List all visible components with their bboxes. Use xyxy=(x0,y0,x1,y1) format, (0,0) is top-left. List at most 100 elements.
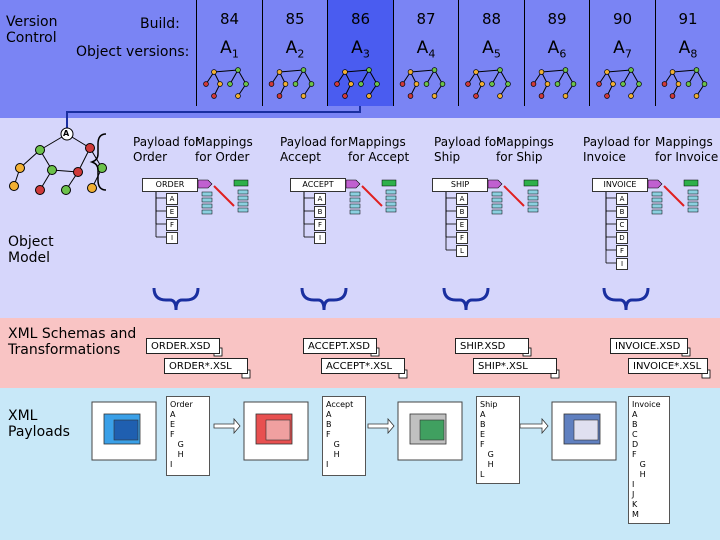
schema-tree-root[interactable]: INVOICE xyxy=(592,178,648,192)
tree-edge xyxy=(672,69,697,73)
xsd-file[interactable]: SHIP.XSD xyxy=(455,338,529,354)
schema-tree-item[interactable]: D xyxy=(616,232,628,244)
tree-node xyxy=(610,81,616,87)
tree-node xyxy=(413,81,420,87)
mapping-source-field xyxy=(349,203,361,209)
schema-tree-item[interactable]: I xyxy=(616,258,628,270)
schema-tree-item[interactable]: E xyxy=(456,219,468,231)
xsl-file[interactable]: ORDER*.XSL xyxy=(164,358,248,374)
schema-tree-item[interactable]: L xyxy=(456,245,468,257)
tree-edge xyxy=(279,69,304,73)
build-number: 91 xyxy=(678,10,698,28)
tree-node xyxy=(235,67,241,73)
version-control-label: Version Control xyxy=(6,14,58,46)
mapping-target-field xyxy=(385,195,397,201)
schema-tree-item[interactable]: F xyxy=(166,219,178,231)
tree-node xyxy=(203,81,209,87)
xml-payload-text: Ship A B E F G H L xyxy=(480,400,498,479)
tree-node xyxy=(596,81,602,87)
schema-tree-item[interactable]: F xyxy=(616,245,628,257)
brace xyxy=(89,133,107,191)
graph-node xyxy=(73,167,83,177)
mapping-source-field xyxy=(651,197,663,203)
tree-node xyxy=(276,69,283,75)
tree-node xyxy=(431,93,438,99)
xml-payload-document xyxy=(476,396,520,484)
mapping-target-icon xyxy=(233,179,249,187)
build-number: 89 xyxy=(547,10,567,28)
tree-node xyxy=(661,81,668,87)
mapping-source-field xyxy=(491,191,503,197)
down-arrow-brace xyxy=(602,287,650,311)
tree-node xyxy=(211,93,217,99)
tree-node xyxy=(675,81,682,87)
xsd-file[interactable]: ACCEPT.XSD xyxy=(303,338,377,354)
mapping-source-icon xyxy=(487,179,503,189)
object-version: A2 xyxy=(285,38,305,61)
mapping-target-field xyxy=(527,201,539,207)
schema-tree-item[interactable]: I xyxy=(314,232,326,244)
schema-tree-item[interactable]: B xyxy=(616,206,628,218)
payload-picture-detail xyxy=(573,419,599,441)
xsd-file[interactable]: ORDER.XSD xyxy=(146,338,220,354)
xsl-file[interactable]: INVOICE*.XSL xyxy=(628,358,708,374)
xsd-file[interactable]: INVOICE.XSD xyxy=(610,338,688,354)
schema-tree-item[interactable]: I xyxy=(166,232,178,244)
schema-tree-item[interactable]: A xyxy=(314,193,326,205)
tree-node xyxy=(628,93,634,99)
schema-tree-item[interactable]: F xyxy=(314,219,326,231)
mapping-source-field xyxy=(491,209,503,215)
schema-tree-item[interactable]: B xyxy=(456,206,468,218)
schema-tree-item[interactable]: B xyxy=(314,206,326,218)
schema-tree-item[interactable]: E xyxy=(166,206,178,218)
schema-tree-item[interactable]: A xyxy=(616,193,628,205)
mapping-target-field xyxy=(237,201,249,207)
schema-tree-item[interactable]: A xyxy=(166,193,178,205)
xsl-file[interactable]: ACCEPT*.XSL xyxy=(321,358,405,374)
payload-picture-detail xyxy=(419,419,445,441)
tree-edge xyxy=(541,69,566,73)
mapping-source-field xyxy=(651,203,663,209)
payload-picture-detail xyxy=(113,419,139,441)
schema-tree-root[interactable]: SHIP xyxy=(432,178,488,192)
build-number: 84 xyxy=(219,10,240,28)
tree-node xyxy=(300,67,307,73)
xml-payload-text: Order A E F G H I xyxy=(170,400,193,469)
mapping-target-field xyxy=(687,201,699,207)
payload-header: Payload for Accept xyxy=(280,135,348,164)
schema-tree-root[interactable]: ACCEPT xyxy=(290,178,346,192)
tree-node xyxy=(497,93,503,99)
mapping-arrow xyxy=(663,185,685,207)
tree-node xyxy=(473,93,479,99)
object-model-band xyxy=(0,118,720,318)
mapping-target-field xyxy=(237,207,249,213)
mapping-source-field xyxy=(201,191,213,197)
schema-tree-root[interactable]: ORDER xyxy=(142,178,198,192)
schema-tree-item[interactable]: F xyxy=(456,232,468,244)
tree-node xyxy=(374,81,380,87)
mapping-target-field xyxy=(687,207,699,213)
tree-node xyxy=(701,81,708,87)
payload-header: Payload for Invoice xyxy=(583,135,651,164)
tree-node xyxy=(268,81,275,87)
schema-tree-item[interactable]: A xyxy=(456,193,468,205)
schema-tree-item[interactable]: C xyxy=(616,219,628,231)
tree-node xyxy=(423,81,430,87)
xsl-file[interactable]: SHIP*.XSL xyxy=(473,358,557,374)
tree-edge xyxy=(344,69,370,73)
xml-payload-document xyxy=(322,396,366,476)
tree-node xyxy=(366,67,372,73)
mapping-target-field xyxy=(687,189,699,195)
graph-node xyxy=(61,185,71,195)
mapping-target-field xyxy=(385,189,397,195)
